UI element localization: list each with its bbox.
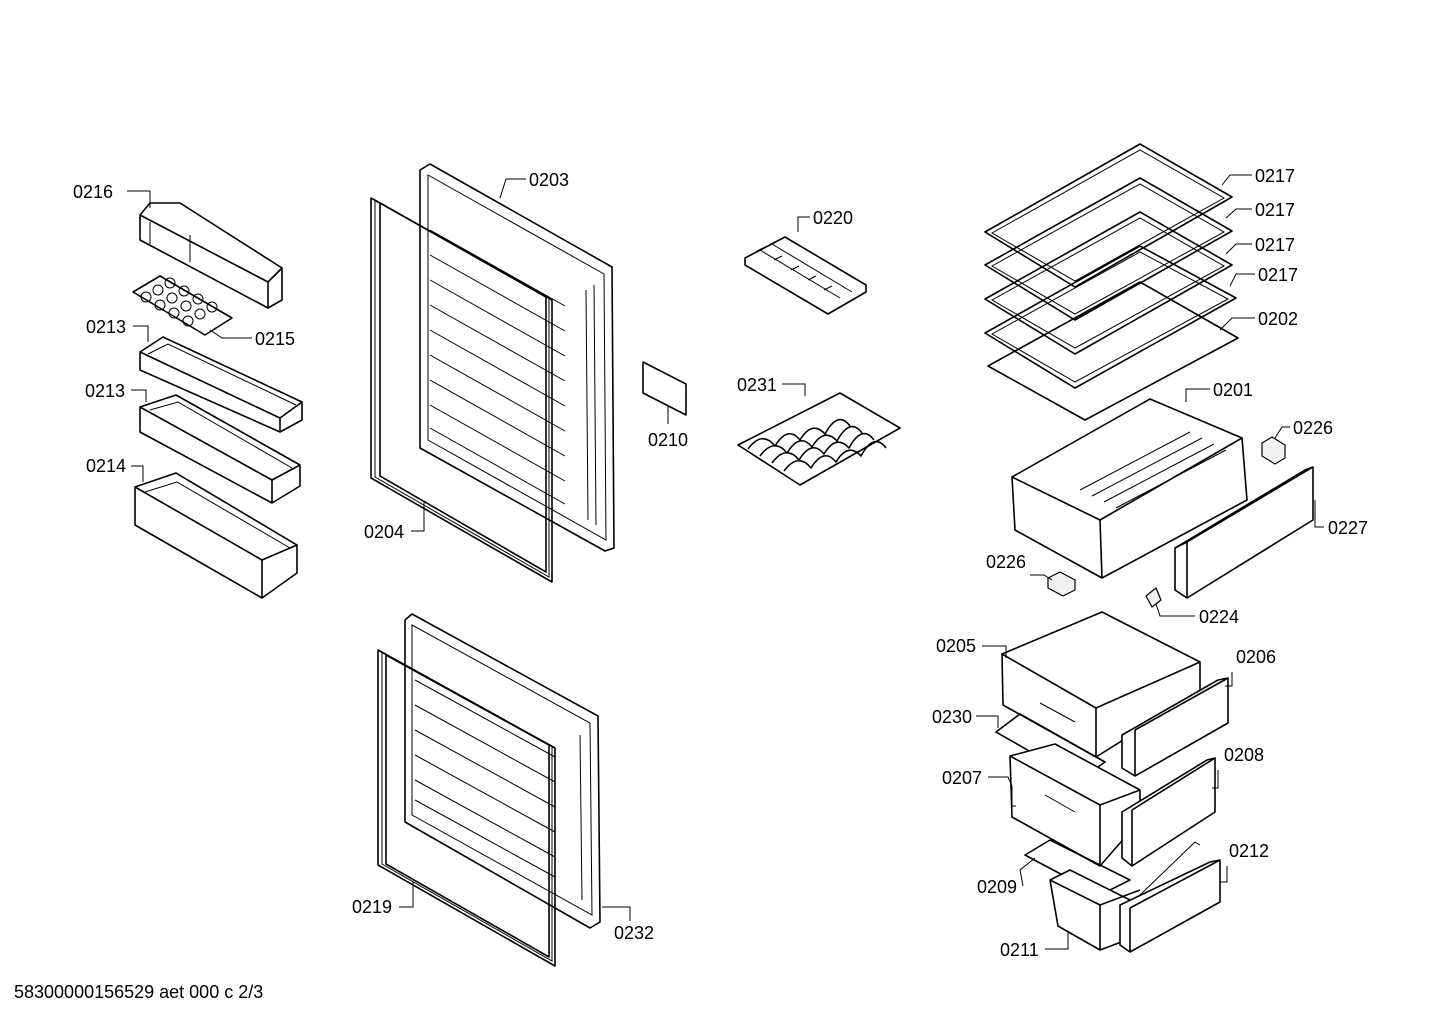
label-0201: 0201 <box>1213 380 1253 400</box>
label-0217-1: 0217 <box>1255 166 1295 186</box>
label-0205: 0205 <box>936 636 976 656</box>
part-0231-bottle-rack <box>737 392 901 486</box>
label-0215: 0215 <box>255 329 295 349</box>
label-0211: 0211 <box>1000 940 1039 960</box>
part-0204-upper-door-gasket <box>370 197 553 583</box>
part-0202-glass-plate <box>987 281 1239 421</box>
label-0232: 0232 <box>614 923 654 943</box>
label-0208: 0208 <box>1224 745 1264 765</box>
part-0226-bracket-lower <box>1047 571 1076 597</box>
part-0207-freezer-drawer-middle <box>1009 743 1141 867</box>
label-0209: 0209 <box>977 877 1017 897</box>
part-0220-ice-cube-tray <box>744 236 867 315</box>
part-0216-butter-compartment <box>139 202 283 309</box>
label-0227: 0227 <box>1328 518 1368 538</box>
part-0217-glass-shelf-1 <box>984 143 1233 288</box>
label-0219: 0219 <box>352 897 392 917</box>
part-0227-crisper-front-panel <box>1174 466 1314 599</box>
label-0207: 0207 <box>942 768 982 788</box>
part-0232-lower-door <box>404 613 601 929</box>
label-0213-lower: 0213 <box>85 381 125 401</box>
part-0213-door-shelf-middle <box>139 394 301 504</box>
label-0206: 0206 <box>1236 647 1276 667</box>
part-0217-glass-shelf-4 <box>984 245 1237 389</box>
part-labels: 0216 0213 0215 0213 0214 0203 0204 0219 … <box>73 166 1368 960</box>
part-0210-label-card <box>642 361 687 416</box>
label-0226-upper: 0226 <box>1293 418 1333 438</box>
label-0217-3: 0217 <box>1255 235 1295 255</box>
label-0224: 0224 <box>1199 607 1239 627</box>
part-0224-clip <box>1145 587 1162 608</box>
label-0210: 0210 <box>648 430 688 450</box>
label-0203: 0203 <box>529 170 569 190</box>
document-footer-code: 58300000156529 aet 000 c 2/3 <box>14 982 264 1002</box>
part-0203-upper-door <box>419 163 615 552</box>
part-0208-drawer-front-middle <box>1121 757 1216 867</box>
part-0201-crisper-drawer <box>1011 398 1248 579</box>
part-0212-drawer-front-bottom <box>1119 841 1221 953</box>
part-0215-egg-tray <box>132 275 233 336</box>
part-0214-bottle-shelf <box>134 472 298 599</box>
label-0226-lower: 0226 <box>986 552 1026 572</box>
label-0214: 0214 <box>86 456 126 476</box>
leader-lines <box>127 174 1324 950</box>
label-0231: 0231 <box>737 375 777 395</box>
label-0217-2: 0217 <box>1255 200 1295 220</box>
label-0216: 0216 <box>73 182 113 202</box>
label-0212: 0212 <box>1229 841 1269 861</box>
part-0219-lower-door-gasket <box>377 649 556 967</box>
label-0204: 0204 <box>364 522 404 542</box>
part-0213-door-shelf-upper <box>139 336 303 433</box>
part-0206-drawer-front-top <box>1121 677 1229 777</box>
part-0226-bracket-upper <box>1261 436 1286 465</box>
label-0217-4: 0217 <box>1258 265 1298 285</box>
label-0202: 0202 <box>1258 309 1298 329</box>
label-0230: 0230 <box>932 707 972 727</box>
label-0220: 0220 <box>813 208 853 228</box>
label-0213-upper: 0213 <box>86 317 126 337</box>
part-0217-glass-shelf-3 <box>984 211 1233 355</box>
